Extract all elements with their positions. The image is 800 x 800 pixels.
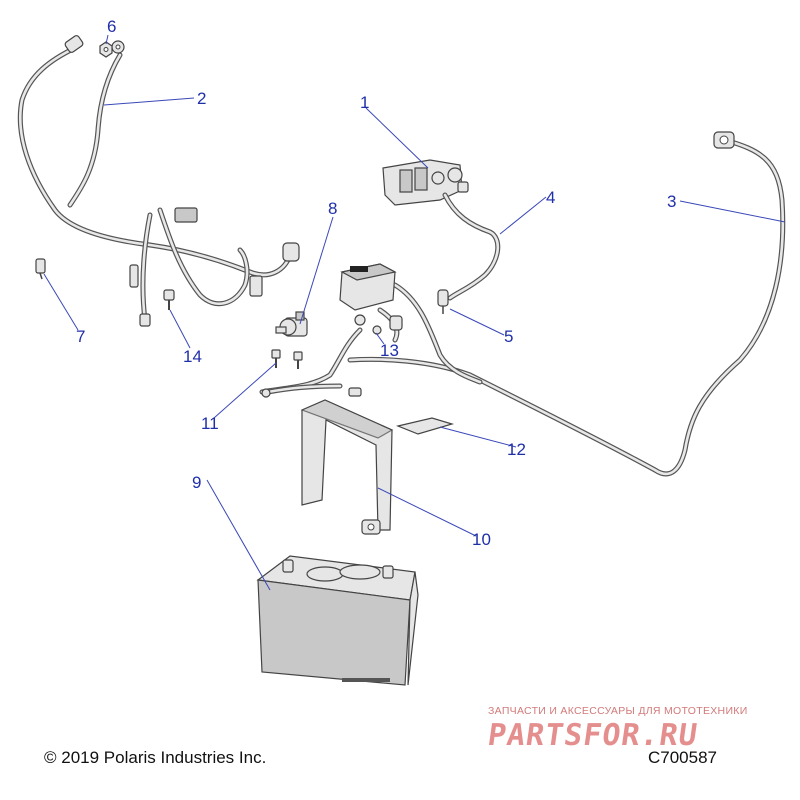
callout-4: 4 (546, 188, 555, 207)
nut-6 (99, 41, 113, 58)
bracket-10 (300, 399, 394, 535)
clip-7 (35, 258, 46, 280)
callout-12: 12 (507, 440, 526, 459)
wire-4 (442, 192, 501, 301)
pad-12 (396, 417, 455, 435)
callout-13: 13 (380, 341, 399, 360)
callout-8: 8 (328, 199, 337, 218)
callout-3: 3 (667, 192, 676, 211)
callout-14: 14 (183, 347, 202, 366)
callout-11: 11 (201, 414, 219, 433)
callout-6: 6 (107, 17, 116, 36)
callouts: 1 2 3 4 5 6 7 8 9 10 11 12 13 14 (76, 17, 676, 549)
ground-wire-11 (261, 349, 362, 398)
sensor-5 (437, 289, 449, 314)
bolt-14 (129, 264, 175, 310)
leader-lines (43, 34, 786, 591)
callout-2: 2 (197, 89, 206, 108)
callout-7: 7 (76, 327, 85, 346)
diagram-code: C700587 (648, 748, 718, 767)
copyright-text: © 2019 Polaris Industries Inc. (44, 748, 267, 767)
cable-3 (347, 131, 786, 477)
relay-8 (275, 311, 308, 337)
callout-1: 1 (360, 93, 369, 112)
callout-5: 5 (504, 327, 513, 346)
callout-9: 9 (192, 473, 201, 492)
cable-assembly-2 (17, 35, 300, 327)
callout-10: 10 (472, 530, 491, 549)
watermark-tagline: ЗАПЧАСТИ И АКСЕССУАРЫ ДЛЯ МОТОТЕХНИКИ (488, 705, 748, 717)
battery-9 (256, 555, 419, 686)
relay-block-1 (382, 159, 469, 206)
